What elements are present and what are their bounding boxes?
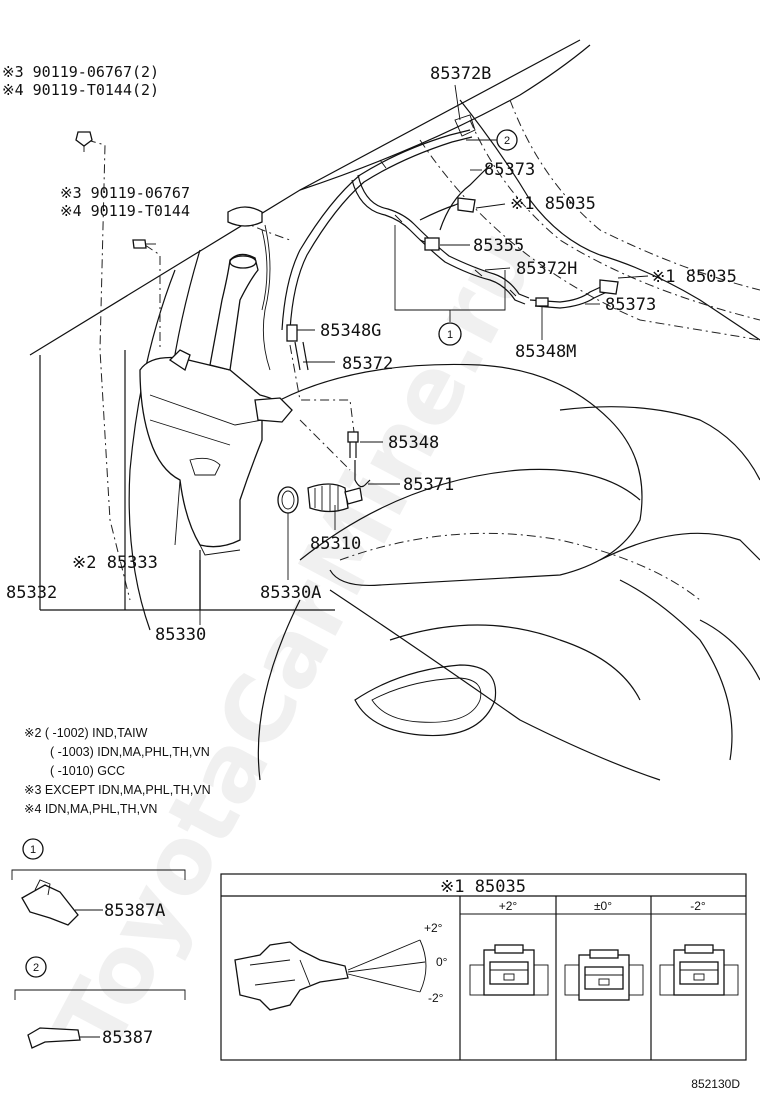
- label-bolt-b: ※4 90119-T0144: [60, 202, 190, 220]
- label-leaders: [174, 84, 649, 580]
- bolt-icon: [132, 239, 156, 249]
- note-1: ※2 ( -1002) IND,TAIW: [24, 726, 148, 740]
- svg-text:1: 1: [30, 844, 36, 856]
- note-4: ※3 EXCEPT IDN,MA,PHL,TH,VN: [24, 783, 211, 797]
- label-85387: 85387: [102, 1028, 153, 1048]
- angle-plus2: +2°: [424, 921, 443, 935]
- gauge-zero: [564, 949, 644, 1001]
- label-85035-right: ※1 85035: [651, 267, 737, 287]
- label-clip-b: ※4 90119-T0144(2): [2, 81, 159, 99]
- label-85332: 85332: [6, 583, 57, 603]
- label-85372B: 85372B: [430, 64, 491, 84]
- nozzle-drawing: +2° 0° -2°: [234, 921, 448, 1011]
- nozzle-adjustment-table: ※1 85035 +2° ±0° -2° +2° 0° -2°: [220, 873, 747, 1061]
- svg-text:2: 2: [504, 135, 510, 147]
- washer-tank: [139, 206, 293, 556]
- table-title: ※1 85035: [440, 877, 526, 897]
- label-85373-top: 85373: [484, 160, 535, 180]
- inset-1: 1 85387A: [11, 838, 186, 926]
- label-85330A: 85330A: [260, 583, 321, 603]
- callout-1-main: 1: [438, 322, 462, 346]
- label-85310: 85310: [310, 534, 361, 554]
- note-3: ( -1010) GCC: [50, 764, 125, 778]
- label-85372H: 85372H: [516, 259, 577, 279]
- column-zero: ±0°: [594, 899, 612, 913]
- svg-text:2: 2: [33, 962, 39, 974]
- label-85333: ※2 85333: [72, 553, 158, 573]
- label-clip-a: ※3 90119-06767(2): [2, 63, 159, 81]
- label-bolt-a: ※3 90119-06767: [60, 184, 190, 202]
- note-2: ( -1003) IDN,MA,PHL,TH,VN: [50, 745, 210, 759]
- gauge-plus2: [469, 944, 549, 996]
- label-85372: 85372: [342, 354, 393, 374]
- svg-text:1: 1: [447, 329, 453, 341]
- label-85373-right: 85373: [605, 295, 656, 315]
- label-85348M: 85348M: [515, 342, 576, 362]
- label-85330: 85330: [155, 625, 206, 645]
- label-85035-top: ※1 85035: [510, 194, 596, 214]
- footnotes: ※2 ( -1002) IND,TAIW ( -1003) IDN,MA,PHL…: [24, 726, 211, 816]
- diagram-code: 852130D: [691, 1077, 740, 1091]
- angle-zero: 0°: [436, 955, 448, 969]
- clip-icon: [75, 131, 93, 152]
- label-85355: 85355: [473, 236, 524, 256]
- column-minus2: -2°: [690, 899, 706, 913]
- angle-minus2: -2°: [428, 991, 444, 1005]
- label-85348G: 85348G: [320, 321, 381, 341]
- leader-lines: [86, 139, 356, 601]
- inset-2: 2 85387: [14, 956, 186, 1049]
- label-85387A: 85387A: [104, 901, 165, 921]
- label-85371: 85371: [403, 475, 454, 495]
- part-labels: ※3 90119-06767(2) ※4 90119-T0144(2) ※3 9…: [2, 63, 737, 645]
- callout-2-main: 2: [496, 129, 518, 151]
- car-body-outline: [29, 39, 760, 781]
- note-5: ※4 IDN,MA,PHL,TH,VN: [24, 802, 157, 816]
- label-85348: 85348: [388, 433, 439, 453]
- group-bracket-85330: [39, 350, 335, 625]
- washer-hoses: [281, 114, 619, 488]
- column-plus2: +2°: [499, 899, 518, 913]
- gauge-minus2: [659, 944, 739, 996]
